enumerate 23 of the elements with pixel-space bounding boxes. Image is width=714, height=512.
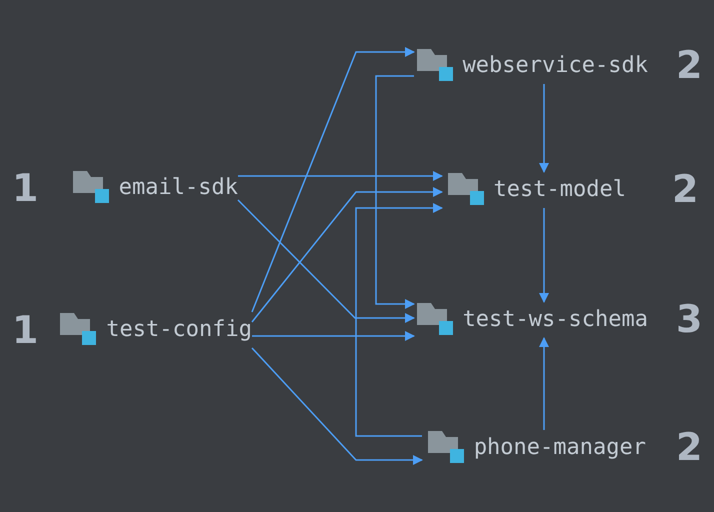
module-name: test-config (106, 319, 252, 341)
arrow (539, 208, 549, 303)
module-name: webservice-sdk (462, 55, 648, 77)
module-name: test-ws-schema (462, 309, 648, 331)
arrow (237, 199, 415, 323)
module-name: email-sdk (118, 177, 238, 199)
level-number: 2 (672, 170, 698, 208)
arrow (251, 47, 415, 312)
level-number: 1 (12, 169, 38, 207)
arrow (355, 203, 443, 437)
arrow (251, 348, 423, 465)
arrow (539, 84, 549, 173)
arrow (252, 331, 415, 341)
level-number: 1 (12, 311, 38, 349)
level-number: 3 (676, 300, 702, 338)
level-number: 2 (676, 428, 702, 466)
arrow (238, 171, 443, 181)
arrow (539, 337, 549, 430)
arrow (251, 187, 443, 322)
arrow (375, 75, 415, 309)
module-name: phone-manager (474, 437, 646, 459)
module-name: test-model (494, 179, 626, 201)
level-number: 2 (676, 46, 702, 84)
